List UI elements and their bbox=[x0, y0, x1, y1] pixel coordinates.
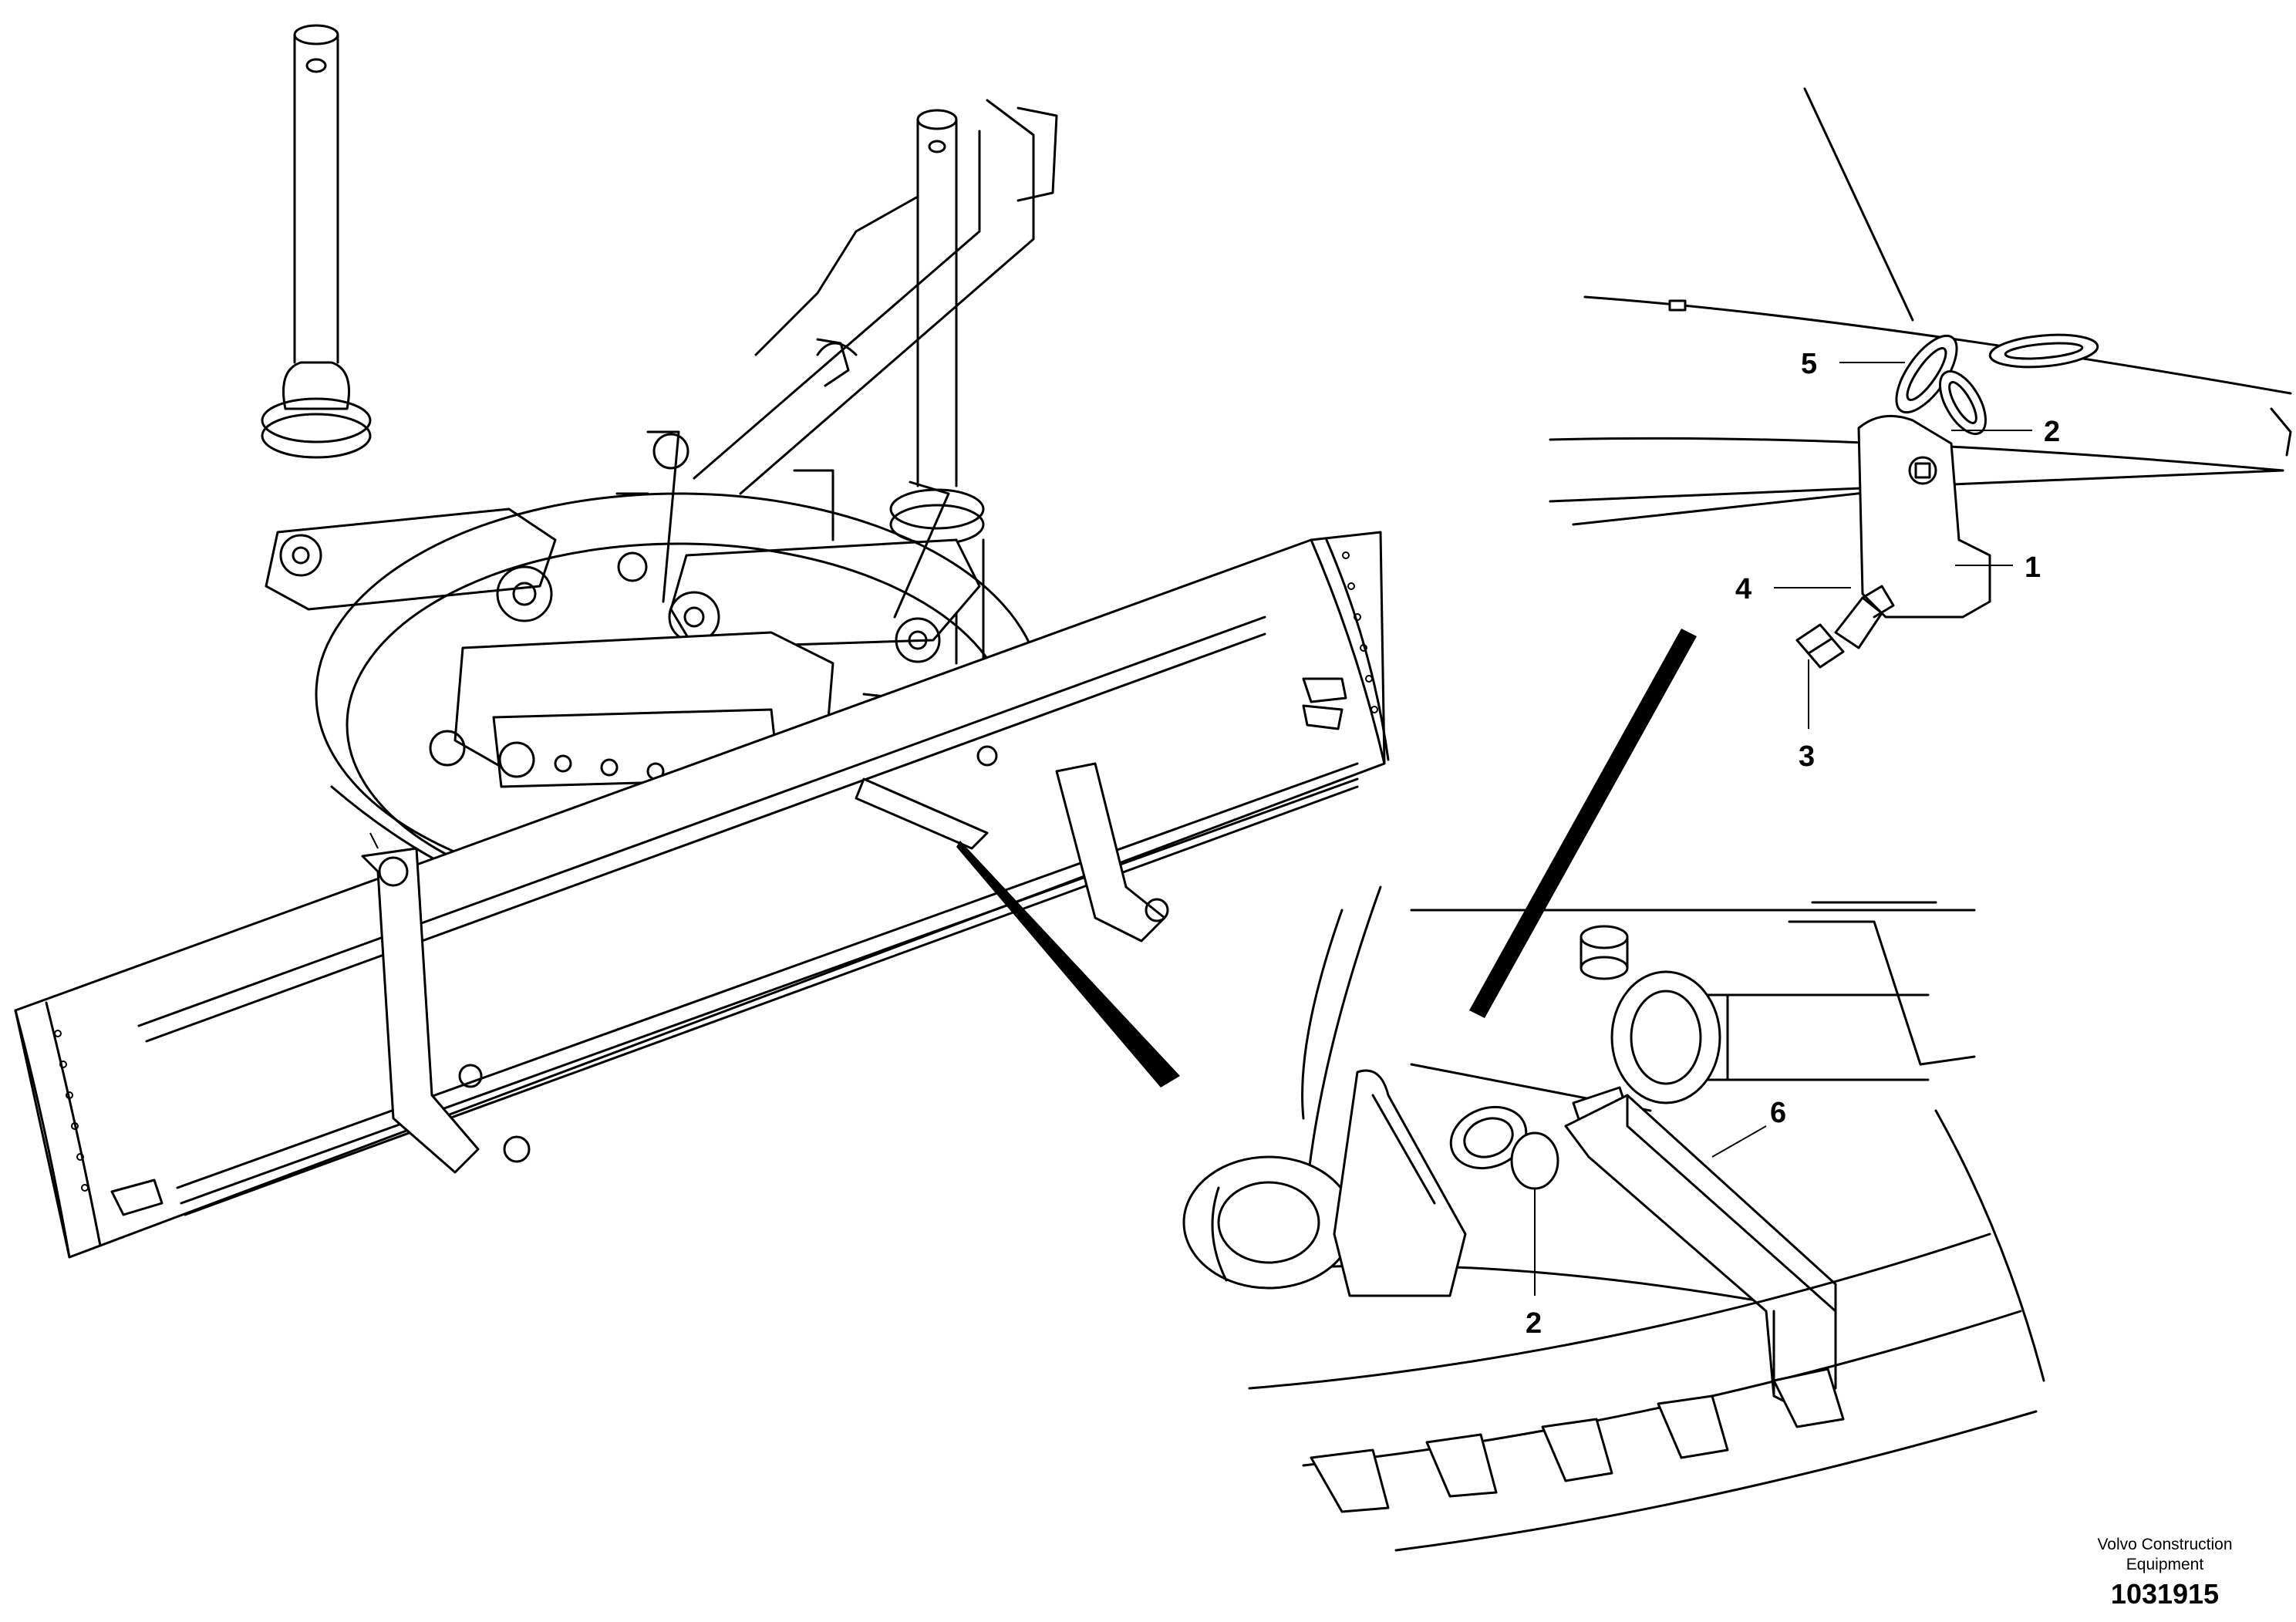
transport-lock-bracket-main bbox=[855, 745, 998, 850]
callout-labels: 5 2 1 4 3 2 6 bbox=[1526, 348, 2060, 1340]
callout-5: 5 bbox=[1801, 348, 1817, 380]
callout-4: 4 bbox=[1735, 573, 1752, 605]
lift-arm-left bbox=[265, 508, 557, 622]
left-lift-cylinder bbox=[261, 24, 372, 459]
callout-leaders bbox=[1534, 362, 2032, 1296]
drawbar-frame bbox=[693, 99, 1058, 495]
center-cylinders bbox=[615, 430, 950, 619]
footer-company: Volvo Construction Equipment bbox=[2065, 1535, 2265, 1575]
detail-leader-wedges bbox=[956, 629, 1697, 1088]
chain-hook-detail bbox=[1549, 87, 2292, 669]
company-name-line-2: Equipment bbox=[2126, 1556, 2204, 1573]
shackle-bracket-detail bbox=[1182, 885, 2045, 1552]
main-assembly-illustration bbox=[14, 24, 1390, 1259]
callout-1: 1 bbox=[2025, 551, 2041, 584]
company-name-line-1: Volvo Construction bbox=[2097, 1536, 2233, 1553]
drawing-number: 1031915 bbox=[2110, 1578, 2220, 1610]
callout-2-upper: 2 bbox=[2044, 416, 2060, 448]
callout-6: 6 bbox=[1770, 1097, 1786, 1129]
moldboard-blade bbox=[14, 531, 1390, 1259]
callout-3: 3 bbox=[1799, 740, 1815, 773]
side-shift-linkage bbox=[361, 762, 1169, 1174]
callout-2-lower: 2 bbox=[1526, 1307, 1542, 1340]
